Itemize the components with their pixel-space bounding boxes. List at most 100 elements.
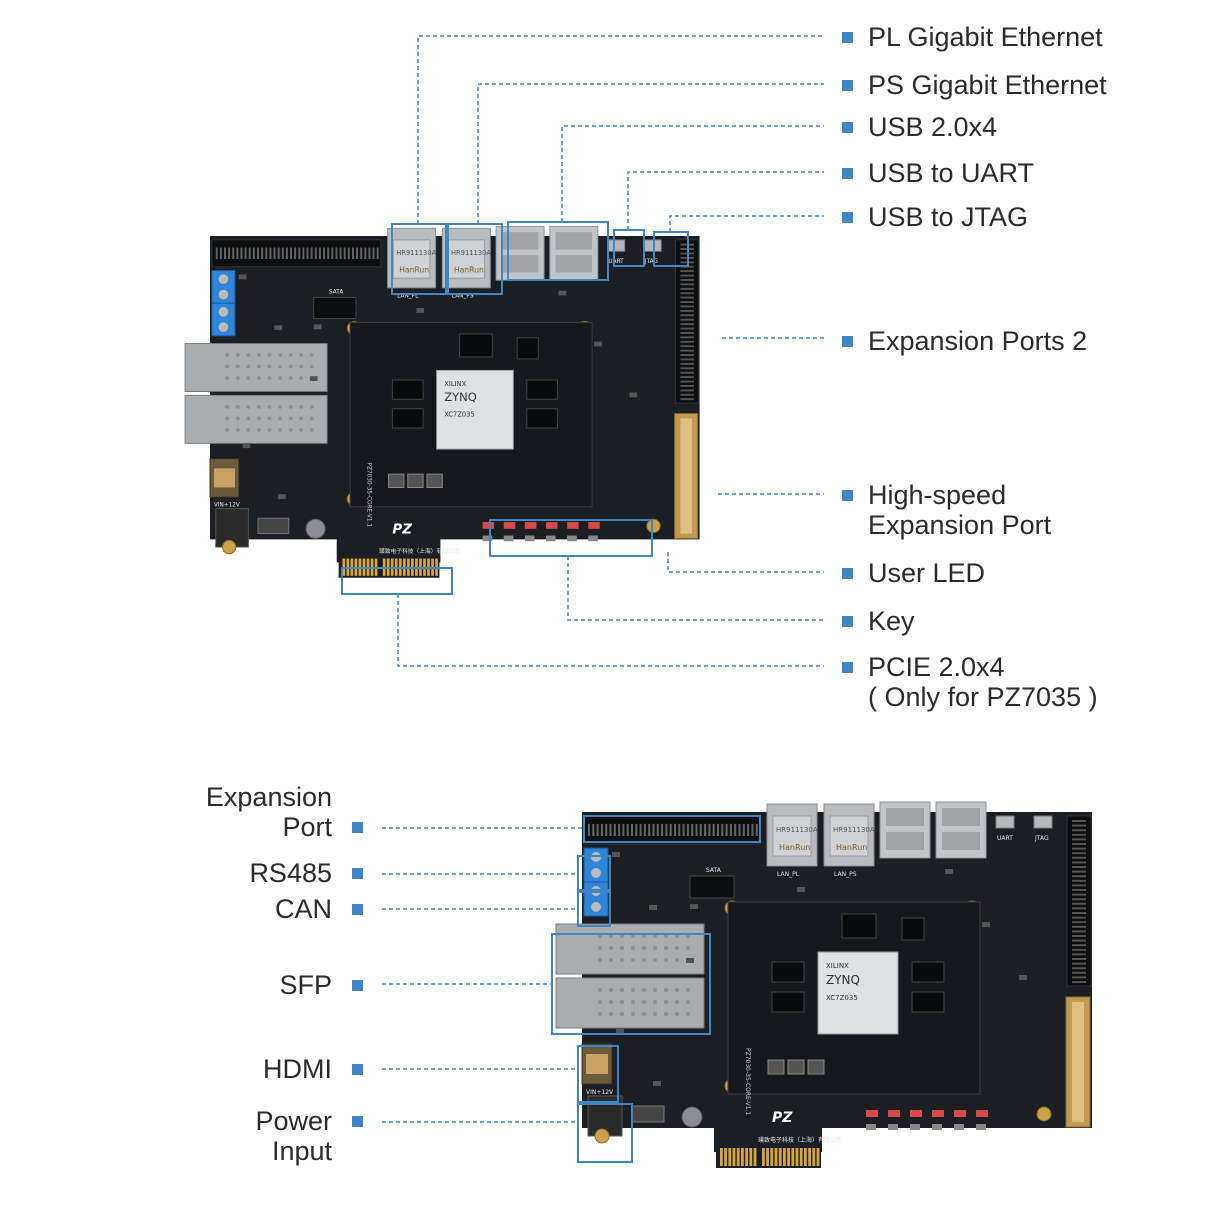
header-pin xyxy=(656,824,659,836)
sfp-shell xyxy=(184,394,328,444)
bullet-hs-exp xyxy=(842,490,853,501)
label-key-line: Key xyxy=(868,606,915,636)
header-2-pin xyxy=(680,314,694,317)
sfp-vent xyxy=(664,946,668,950)
label-rs485: RS485 xyxy=(249,858,332,888)
header-pin xyxy=(734,824,737,836)
ic-chip xyxy=(516,337,539,360)
smd-part xyxy=(653,1081,661,1086)
hdmi-connector xyxy=(581,1043,613,1085)
rj45-brand-text: HanRun xyxy=(454,265,484,274)
terminal-screw xyxy=(218,307,229,317)
header-pin xyxy=(751,824,754,836)
sfp-vent xyxy=(620,1000,624,1004)
header-2-pin xyxy=(680,318,694,321)
sfp-vent xyxy=(309,416,314,421)
usb-stack xyxy=(879,801,931,859)
header-pin xyxy=(674,824,676,836)
sata-body xyxy=(313,296,357,320)
header-pin xyxy=(639,824,642,836)
rj45-part-text: HR911130A xyxy=(776,826,818,834)
sfp-vent xyxy=(686,1000,690,1004)
header-2-pin xyxy=(680,349,694,352)
sfp-vent xyxy=(675,946,679,950)
mounting-hole xyxy=(222,539,237,555)
header-pin xyxy=(273,247,276,260)
micro-usb-silk: UART xyxy=(608,259,624,265)
header-pin xyxy=(631,824,633,836)
ddr-chip xyxy=(526,379,559,400)
sfp-vent xyxy=(675,1012,679,1016)
header-2-pin xyxy=(680,274,694,277)
header-2-pin xyxy=(1072,838,1086,841)
sfp-vent xyxy=(267,404,272,409)
header-pin xyxy=(351,247,354,260)
sfp-vent xyxy=(642,1000,646,1004)
header-2-pin xyxy=(1072,971,1086,974)
label-exp-line: Expansion xyxy=(205,782,332,812)
user-led xyxy=(546,522,558,529)
header-2-pin xyxy=(1072,925,1086,928)
core-silk-text: PZ7030-35-CORE-V1.1 xyxy=(365,463,371,528)
sfp-vent xyxy=(235,376,240,380)
sfp-vent xyxy=(267,416,272,421)
rj45-face xyxy=(829,815,869,857)
bullet-jtag xyxy=(842,212,853,223)
header-pin xyxy=(618,824,621,836)
hs-slot xyxy=(1072,1002,1084,1122)
sfp-vent xyxy=(609,958,613,962)
terminal-block xyxy=(211,270,236,304)
header-2-pin xyxy=(1072,912,1086,914)
sata-connector: SATA xyxy=(313,290,357,320)
smd-part xyxy=(274,325,282,331)
pcie-connector xyxy=(716,1146,821,1168)
header-pin xyxy=(635,824,638,836)
rj45-brand-text: HanRun xyxy=(836,843,867,852)
label-key: Key xyxy=(868,606,915,636)
sfp-vent xyxy=(235,428,240,432)
header-pin xyxy=(281,247,284,260)
header-2-pin xyxy=(680,376,694,379)
box-pcie xyxy=(341,567,453,595)
header-pin xyxy=(232,247,235,260)
label-pl-eth-line: PL Gigabit Ethernet xyxy=(868,22,1103,52)
header-pin xyxy=(215,247,218,260)
pz-logo-text: PZ xyxy=(772,1110,793,1126)
expansion-header-2 xyxy=(1066,815,1092,987)
inductor xyxy=(426,473,443,489)
power-switch xyxy=(631,1105,665,1123)
user-led xyxy=(482,522,495,529)
fpga-board: HR911130AHanRunLAN_PLHR911130AHanRunLAN_… xyxy=(555,801,1092,1168)
maker-silk-text: 璞致电子科技（上海）有限公司 xyxy=(379,547,460,555)
user-key xyxy=(976,1124,986,1130)
leader-jtag xyxy=(669,215,824,232)
user-led xyxy=(932,1110,944,1117)
sfp-shell xyxy=(555,923,705,975)
smd-part xyxy=(238,274,247,280)
smd-part xyxy=(616,1028,624,1033)
header-2-pin xyxy=(1072,939,1086,942)
vin-silk: VIN+12V xyxy=(214,503,240,509)
header-2-pin xyxy=(680,332,694,334)
user-key xyxy=(910,1124,920,1130)
header-pin xyxy=(302,247,305,260)
sfp-vent xyxy=(675,958,679,962)
header-pin xyxy=(669,824,672,836)
sfp-vent xyxy=(246,428,251,432)
smd-part xyxy=(649,905,657,910)
pcie-finger xyxy=(799,1148,803,1166)
box-rs485 xyxy=(577,855,611,893)
box-ps-eth xyxy=(447,223,503,295)
usb-port xyxy=(501,232,539,250)
power-jack: VIN+12V xyxy=(214,503,326,548)
sfp-shell xyxy=(184,343,328,393)
micro-usb-silk: JTAG xyxy=(1034,835,1049,842)
bullet-uart xyxy=(842,168,853,179)
bullet-exp xyxy=(352,822,363,833)
sfp-vent xyxy=(686,1012,690,1016)
zynq-chip xyxy=(817,951,899,1035)
header-2-pin xyxy=(1072,829,1086,832)
pcie-finger xyxy=(732,1148,736,1166)
zynq-family-text: ZYNQ xyxy=(444,390,477,404)
